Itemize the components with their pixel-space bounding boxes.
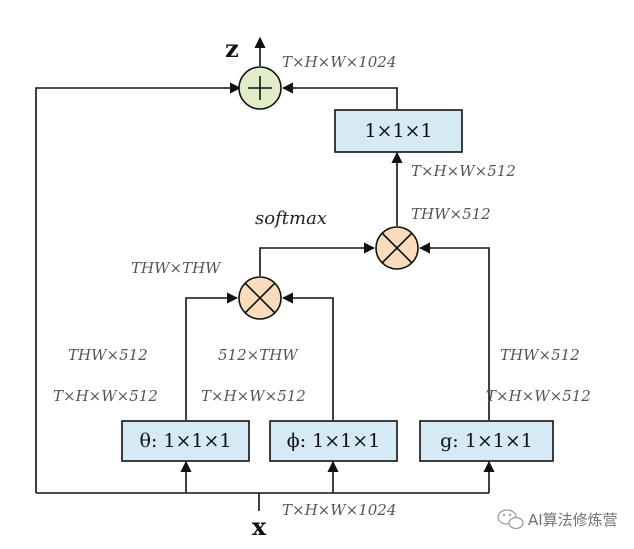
g-conv-box: g: 1×1×1 bbox=[419, 420, 554, 462]
dim-output: T×H×W×1024 bbox=[282, 53, 396, 71]
dim-g-reshape: THW×512 bbox=[500, 346, 580, 364]
out-conv-to-add-line bbox=[281, 82, 398, 109]
phi-conv-label: ϕ: 1×1×1 bbox=[287, 430, 381, 452]
dim-g-mul-out: THW×512 bbox=[411, 205, 491, 223]
dim-input: T×H×W×1024 bbox=[282, 501, 396, 519]
add-circle bbox=[238, 66, 282, 110]
dim-phi-out: T×H×W×512 bbox=[201, 387, 306, 405]
residual-connection-line bbox=[35, 82, 242, 493]
g-to-multiply-line bbox=[418, 242, 490, 420]
phi-conv-box: ϕ: 1×1×1 bbox=[269, 420, 398, 462]
theta-conv-box: θ: 1×1×1 bbox=[121, 420, 250, 462]
output-conv-label: 1×1×1 bbox=[364, 120, 432, 142]
watermark-text: AI算法修炼营 bbox=[528, 511, 618, 529]
wechat-icon bbox=[497, 509, 524, 530]
theta-conv-label: θ: 1×1×1 bbox=[140, 430, 232, 452]
g-conv-label: g: 1×1×1 bbox=[440, 430, 533, 452]
output-label: z bbox=[225, 34, 239, 63]
dim-theta-out: T×H×W×512 bbox=[53, 387, 158, 405]
dim-phi-reshape: 512×THW bbox=[218, 346, 299, 364]
dim-theta-reshape: THW×512 bbox=[68, 346, 148, 364]
dim-out-conv-in: T×H×W×512 bbox=[411, 162, 516, 180]
matmul-attention-g-circle bbox=[375, 226, 419, 270]
dim-g-out: T×H×W×512 bbox=[486, 387, 591, 405]
matmul-theta-phi-circle bbox=[238, 276, 282, 320]
watermark: AI算法修炼营 bbox=[497, 509, 618, 530]
theta-to-multiply-line bbox=[185, 292, 239, 420]
output-conv-box: 1×1×1 bbox=[334, 109, 463, 153]
dim-theta-phi-out: THW×THW bbox=[131, 259, 222, 277]
input-label: x bbox=[252, 512, 267, 541]
phi-to-multiply-line bbox=[281, 292, 334, 420]
softmax-to-multiply-line bbox=[259, 242, 376, 276]
softmax-label: softmax bbox=[255, 208, 327, 229]
